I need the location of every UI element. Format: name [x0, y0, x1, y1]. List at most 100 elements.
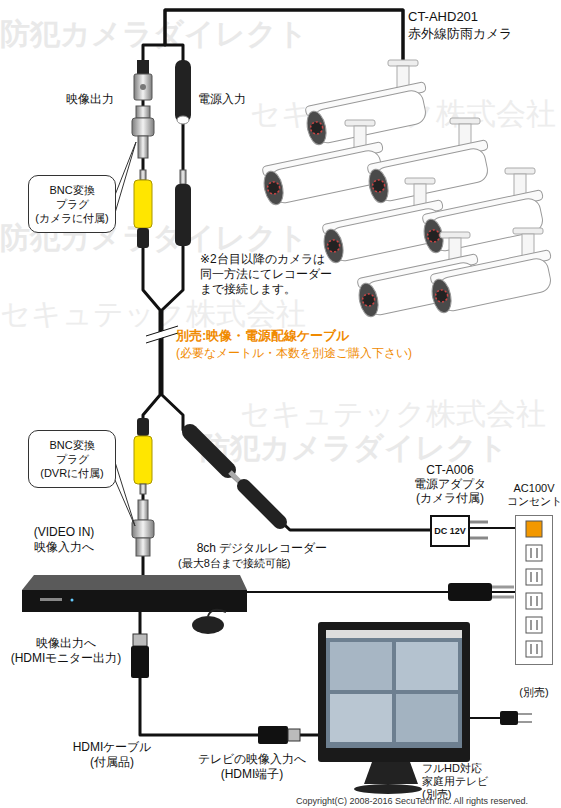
bnc-adapter-plug: [132, 106, 154, 158]
adapter-prongs: [470, 522, 488, 538]
camera-cluster: [303, 60, 433, 146]
tv-set: [318, 622, 470, 762]
outlet-sockets: [526, 593, 542, 609]
outlet-sockets: [537, 596, 538, 606]
outlet-sockets: [537, 572, 538, 582]
recorder-body: [22, 575, 247, 634]
port-label: 電源入力: [198, 92, 246, 107]
rca-plug-yellow: [137, 418, 149, 436]
camera-cluster: [365, 118, 495, 204]
tv-set: [518, 721, 532, 723]
outlet-sockets: [531, 572, 532, 582]
recorder-title: 8ch デジタルレコーダー: [172, 541, 352, 555]
adapter-connection: [470, 527, 515, 529]
product-title: CT-AHD201 赤外線防雨カメラ: [408, 8, 520, 42]
bnc-adapter-plug: [136, 538, 150, 556]
camera-cluster: [260, 120, 390, 206]
tv-set: [326, 630, 462, 638]
cable-title: 別売:映像・電源配線ケーブル: [176, 328, 349, 343]
port-label: テレビの映像入力へ (HDMI端子): [188, 752, 316, 782]
outlet-sockets: [526, 521, 542, 537]
watermark: 防犯カメラダイレクト: [200, 432, 508, 464]
adapter-prongs: [470, 537, 488, 540]
outlet-sockets: [537, 548, 538, 558]
adapter-title: CT-A006 電源アダプタ (カメラ付属): [408, 463, 492, 505]
recorder-body: [22, 575, 247, 590]
camera-power-input: [177, 116, 189, 124]
recorder-body: [192, 616, 224, 634]
voltage-label: DC 12V: [434, 526, 466, 536]
outlet-title: AC100V コンセント: [502, 482, 561, 508]
hdmi-plug: [131, 634, 149, 678]
callout-text: BNC変換 プラグ (カメラに付属): [34, 183, 110, 225]
port-label: 映像出力へ (HDMIモニター出力): [2, 636, 130, 666]
hdmi-plug: [258, 726, 300, 744]
camera-video-output-bnc: [134, 60, 152, 100]
tv-title: フルHD対応 家庭用テレビ(別売): [422, 762, 517, 801]
recorder-body: [40, 598, 62, 601]
recorder-power-plug: [492, 586, 514, 589]
outlet-sockets: [526, 545, 542, 561]
outlet-sockets: [526, 617, 542, 633]
dc-power-plug: [180, 170, 186, 184]
cable-label: HDMIケーブル (付属品): [62, 740, 162, 770]
tv-monitor: フルHD対応 家庭用テレビ(別売): [318, 622, 470, 792]
cable-note: (必要なメートル・本数を別途ご購入下さい): [176, 346, 412, 361]
outlet-sockets: [526, 569, 542, 585]
rca-plug-yellow: [134, 418, 152, 494]
recorder-body: [208, 610, 226, 616]
tv-set: [364, 762, 418, 784]
outlet-sockets: [531, 620, 532, 630]
port-label: (VIDEO IN) 映像入力へ: [14, 525, 114, 555]
camera-power-input: [175, 60, 191, 122]
note-text: ※2台目以降のカメラは 同一方法にてレコーダー まで接続します。: [200, 252, 350, 297]
dc-power-plug: [230, 472, 240, 482]
callout-leader: [115, 480, 135, 526]
callout-leader: [115, 142, 136, 213]
rca-plug-yellow: [140, 484, 146, 494]
callout-leader: [115, 462, 135, 526]
dc-power-plug: [244, 486, 280, 522]
tv-set: [330, 694, 392, 742]
tv-set: [330, 642, 392, 690]
camera-group: CT-AHD201 赤外線防雨カメラ: [290, 60, 561, 335]
outlet-sockets: [531, 596, 532, 606]
recorder-body: [71, 599, 74, 602]
tv-set: [518, 713, 532, 715]
tv-set: [396, 642, 458, 690]
bnc-adapter-plug: [132, 500, 154, 556]
recorder-power-plug: [492, 596, 514, 599]
dc-power-plug: [175, 170, 191, 246]
hdmi-plug: [258, 726, 288, 744]
bnc-adapter-plug: [132, 520, 154, 538]
tv-set: [354, 784, 422, 794]
hdmi-plug: [288, 729, 300, 741]
hdmi-plug: [133, 634, 147, 646]
rca-plug-yellow: [134, 436, 152, 484]
callout-bubble: BNC変換 プラグ (カメラに付属): [28, 175, 116, 233]
outlet-sockets: [531, 548, 532, 558]
power-adapter: CT-A006 電源アダプタ (カメラ付属)DC 12V: [430, 515, 470, 547]
hdmi-plug: [131, 646, 149, 678]
digital-recorder: 8ch デジタルレコーダー(最大8台まで接続可能): [22, 575, 247, 612]
bnc-adapter-plug: [138, 136, 148, 158]
copyright: Copyright(C) 2008-2016 SecuTech Inc. All…: [296, 796, 528, 807]
recorder-capacity: (最大8台まで接続可能): [178, 557, 358, 570]
camera-cluster: [428, 228, 558, 314]
recorder-power-plug: [448, 583, 514, 601]
cable-break-mark: [146, 333, 178, 343]
sold-separately-note: (別売): [508, 686, 560, 699]
outlet-sockets: [526, 641, 542, 657]
outlet-sockets: [537, 644, 538, 654]
recorder-power-plug: [448, 583, 492, 601]
hdmi-cable: [140, 612, 318, 735]
camera-video-output-bnc: [140, 84, 146, 90]
adapter-prongs: [470, 521, 488, 524]
camera-power-input: [175, 60, 191, 124]
outlet-sockets: [526, 521, 542, 657]
bnc-adapter-plug: [138, 500, 148, 520]
tv-set: [396, 694, 458, 742]
callout-leader: [115, 142, 136, 195]
